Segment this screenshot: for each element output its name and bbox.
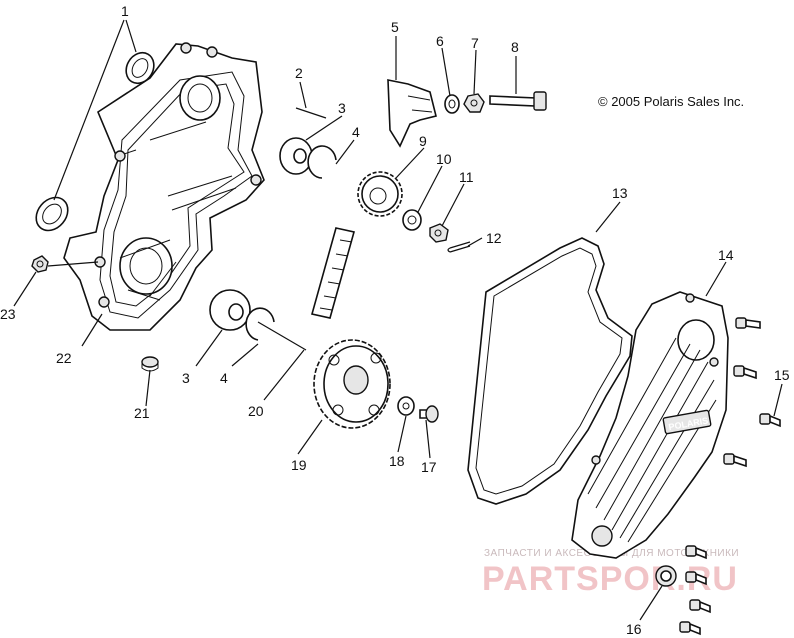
pin-2 [295, 107, 327, 119]
cover-bolts [679, 317, 781, 636]
callout-15: 15 [774, 367, 790, 383]
nut-7 [463, 93, 485, 113]
washer-18 [397, 396, 415, 416]
drive-chain [311, 227, 355, 319]
callout-10: 10 [436, 151, 452, 167]
sight-plug-16 [655, 565, 677, 587]
cover-gasket-inner [475, 247, 623, 495]
callout-14: 14 [718, 247, 734, 263]
callout-7: 7 [471, 35, 479, 51]
snap-ring-lower [245, 307, 275, 341]
seal-lower [35, 196, 69, 232]
callout-19: 19 [291, 457, 307, 473]
callout-11: 11 [459, 169, 474, 185]
callout-2: 2 [295, 65, 303, 81]
cover-gasket [467, 237, 633, 505]
callout-16: 16 [626, 621, 642, 637]
leader-lines [13, 19, 783, 621]
cotter-pin-12 [447, 241, 471, 253]
sprocket-upper [357, 171, 403, 217]
callout-4-lower: 4 [220, 370, 228, 386]
chaincase-cover: POLARIS [571, 291, 729, 559]
sprocket-lower [313, 339, 391, 429]
callout-12: 12 [486, 230, 502, 246]
callout-9: 9 [419, 133, 427, 149]
bolt-8 [489, 91, 547, 111]
callout-5: 5 [391, 19, 399, 35]
callout-1: 1 [121, 3, 129, 19]
callout-13: 13 [612, 185, 628, 201]
copyright-text: © 2005 Polaris Sales Inc. [598, 94, 744, 109]
callout-6: 6 [436, 33, 444, 49]
washer-6 [444, 94, 460, 114]
snap-ring-upper [307, 145, 337, 179]
bearing-lower [209, 289, 251, 331]
callout-18: 18 [389, 453, 405, 469]
chaincase-housing [63, 42, 265, 331]
callout-4-upper: 4 [352, 124, 360, 140]
callout-17: 17 [421, 459, 437, 475]
callout-3-upper: 3 [338, 100, 346, 116]
callout-numbers: 1 2 3 4 5 6 7 8 9 10 11 12 13 14 15 16 1… [0, 3, 790, 637]
chain-tensioner [387, 79, 437, 148]
bolt-17 [419, 405, 439, 423]
callout-8: 8 [511, 39, 519, 55]
callout-23: 23 [0, 306, 16, 322]
callout-20: 20 [248, 403, 264, 419]
nut-23 [31, 255, 49, 273]
plug-21 [141, 356, 159, 372]
seal-upper [125, 51, 155, 85]
callout-21: 21 [134, 405, 150, 421]
nut-11 [429, 223, 449, 243]
callout-3-lower: 3 [182, 370, 190, 386]
bearing-upper [279, 137, 313, 175]
callout-22: 22 [56, 350, 72, 366]
washer-10 [402, 209, 422, 231]
